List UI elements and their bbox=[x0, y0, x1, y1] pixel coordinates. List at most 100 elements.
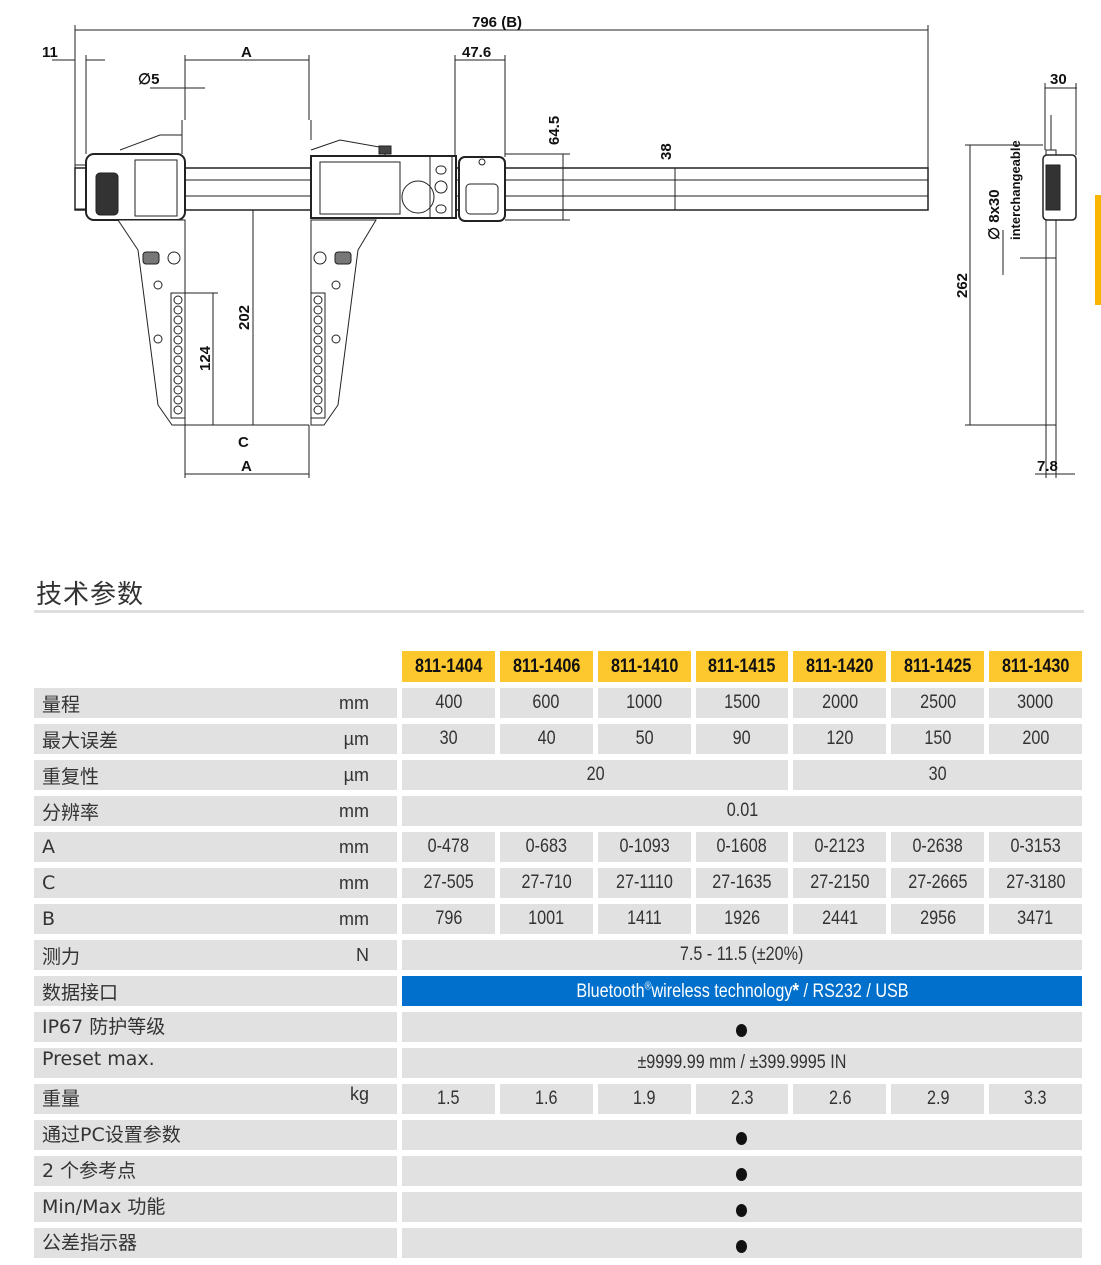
table-cell: 27-505 bbox=[402, 868, 495, 898]
cell-value: 90 bbox=[733, 728, 751, 749]
table-cell: 27-3180 bbox=[989, 868, 1082, 898]
row-unit: µm bbox=[343, 764, 369, 785]
row-label: IP67 防护等级 bbox=[34, 1012, 397, 1042]
jaw-hole bbox=[313, 365, 323, 375]
model-header: 811-1404 bbox=[402, 651, 495, 682]
table-cell: 1500 bbox=[695, 688, 789, 718]
model-number: 811-1415 bbox=[708, 655, 776, 677]
cell-value: 1500 bbox=[724, 692, 760, 713]
table-cell: 600 bbox=[499, 688, 593, 718]
cell-value: 27-2665 bbox=[908, 872, 968, 893]
cell-value: 2.3 bbox=[730, 1088, 754, 1109]
cell-value: 27-710 bbox=[521, 872, 572, 893]
cell-value: 2.6 bbox=[828, 1088, 852, 1109]
row-unit: kg bbox=[349, 1084, 369, 1104]
table-cell: 1001 bbox=[499, 904, 593, 934]
table-cell: 50 bbox=[597, 724, 691, 754]
cell-value: 0-2123 bbox=[814, 836, 865, 857]
table-cell: 400 bbox=[402, 688, 495, 718]
cell-value: 1926 bbox=[724, 908, 760, 929]
cell-value: 1411 bbox=[626, 908, 662, 929]
section-title: 技术参数 bbox=[36, 580, 145, 610]
row-label: 重复性 µm bbox=[34, 760, 397, 790]
table-cell: 796 bbox=[402, 904, 495, 934]
bullet-icon bbox=[736, 1203, 748, 1217]
table-cell: 0-1608 bbox=[695, 832, 789, 862]
table-cell: 0-683 bbox=[499, 832, 593, 862]
jaw-hole bbox=[313, 375, 323, 385]
cell-value: 0.01 bbox=[726, 800, 758, 821]
jaw-hole bbox=[313, 355, 323, 365]
dim-a-bottom: A bbox=[241, 458, 252, 475]
cell-value: 1.9 bbox=[632, 1088, 656, 1109]
dim-124: 124 bbox=[197, 345, 214, 371]
model-number: 811-1430 bbox=[1001, 655, 1070, 677]
table-cell: 0-3153 bbox=[989, 832, 1082, 862]
interface-asterisk: * bbox=[791, 979, 799, 1002]
jaw-hole bbox=[313, 315, 323, 325]
row-label: 数据接口 bbox=[34, 976, 397, 1006]
interface-reg: ® bbox=[644, 980, 652, 993]
jaw-hole bbox=[313, 395, 323, 405]
cell-value: 0-3153 bbox=[1010, 836, 1061, 857]
cell-value: 30 bbox=[928, 764, 947, 785]
cell-value: 2441 bbox=[821, 908, 858, 929]
cell-value: 7.5 - 11.5 (±20%) bbox=[680, 944, 804, 965]
jaw-hole bbox=[173, 385, 183, 395]
dim-38: 38 bbox=[658, 143, 675, 160]
row-label-text: 分辨率 bbox=[42, 801, 100, 824]
model-number: 811-1404 bbox=[414, 655, 483, 677]
row-label-text: 重复性 bbox=[42, 765, 100, 788]
dim-11: 11 bbox=[42, 44, 58, 61]
table-cell: 3471 bbox=[989, 904, 1082, 934]
row-label-text: 公差指示器 bbox=[42, 1232, 138, 1254]
table-cell: 2441 bbox=[793, 904, 887, 934]
jaw-hole bbox=[313, 305, 323, 315]
table-cell: 20 bbox=[402, 760, 789, 790]
jaw-hole bbox=[313, 385, 323, 395]
table-cell: 0-1093 bbox=[597, 832, 691, 862]
model-header: 811-1425 bbox=[891, 651, 985, 682]
dim-7-8: 7.8 bbox=[1037, 458, 1058, 475]
table-cell: 0-478 bbox=[402, 832, 495, 862]
jaw-hole bbox=[173, 355, 183, 365]
cell-value: 3000 bbox=[1017, 692, 1054, 713]
interface-rest: / RS232 / USB bbox=[798, 980, 909, 1002]
table-cell: 40 bbox=[499, 724, 593, 754]
jaw-hole bbox=[173, 345, 183, 355]
table-cell: 2500 bbox=[891, 688, 985, 718]
interface-bluetooth: Bluetooth bbox=[575, 980, 645, 1002]
dim-30: 30 bbox=[1050, 71, 1067, 88]
table-cell: 30 bbox=[793, 760, 1082, 790]
cell-value: 27-3180 bbox=[1005, 872, 1066, 893]
row-label-text: C bbox=[42, 872, 56, 894]
model-header: 811-1420 bbox=[793, 651, 887, 682]
cell-value: 1.6 bbox=[535, 1088, 558, 1109]
model-header: 811-1415 bbox=[695, 651, 789, 682]
table-cell: 30 bbox=[402, 724, 495, 754]
table-cell: 27-2150 bbox=[793, 868, 887, 898]
dim-262: 262 bbox=[954, 273, 971, 298]
jaw-hole bbox=[313, 345, 323, 355]
dim-202: 202 bbox=[236, 305, 253, 330]
jaw-hole bbox=[173, 375, 183, 385]
cell-value: 27-1110 bbox=[615, 872, 673, 893]
table-cell: 27-1110 bbox=[597, 868, 691, 898]
row-label-text: B bbox=[42, 908, 56, 930]
table-cell: 0-2638 bbox=[891, 832, 985, 862]
row-label-text: 通过PC设置参数 bbox=[42, 1124, 181, 1146]
model-number: 811-1406 bbox=[512, 655, 580, 677]
cell-value: 1.5 bbox=[437, 1088, 460, 1109]
table-cell: 1.5 bbox=[402, 1084, 495, 1114]
table-cell bbox=[402, 1156, 1082, 1186]
table-cell: 27-2665 bbox=[891, 868, 985, 898]
cell-value: 27-1635 bbox=[712, 872, 772, 893]
cell-value: 27-2150 bbox=[810, 872, 870, 893]
cell-value: 20 bbox=[586, 764, 605, 785]
dim-64-5: 64.5 bbox=[546, 116, 563, 145]
